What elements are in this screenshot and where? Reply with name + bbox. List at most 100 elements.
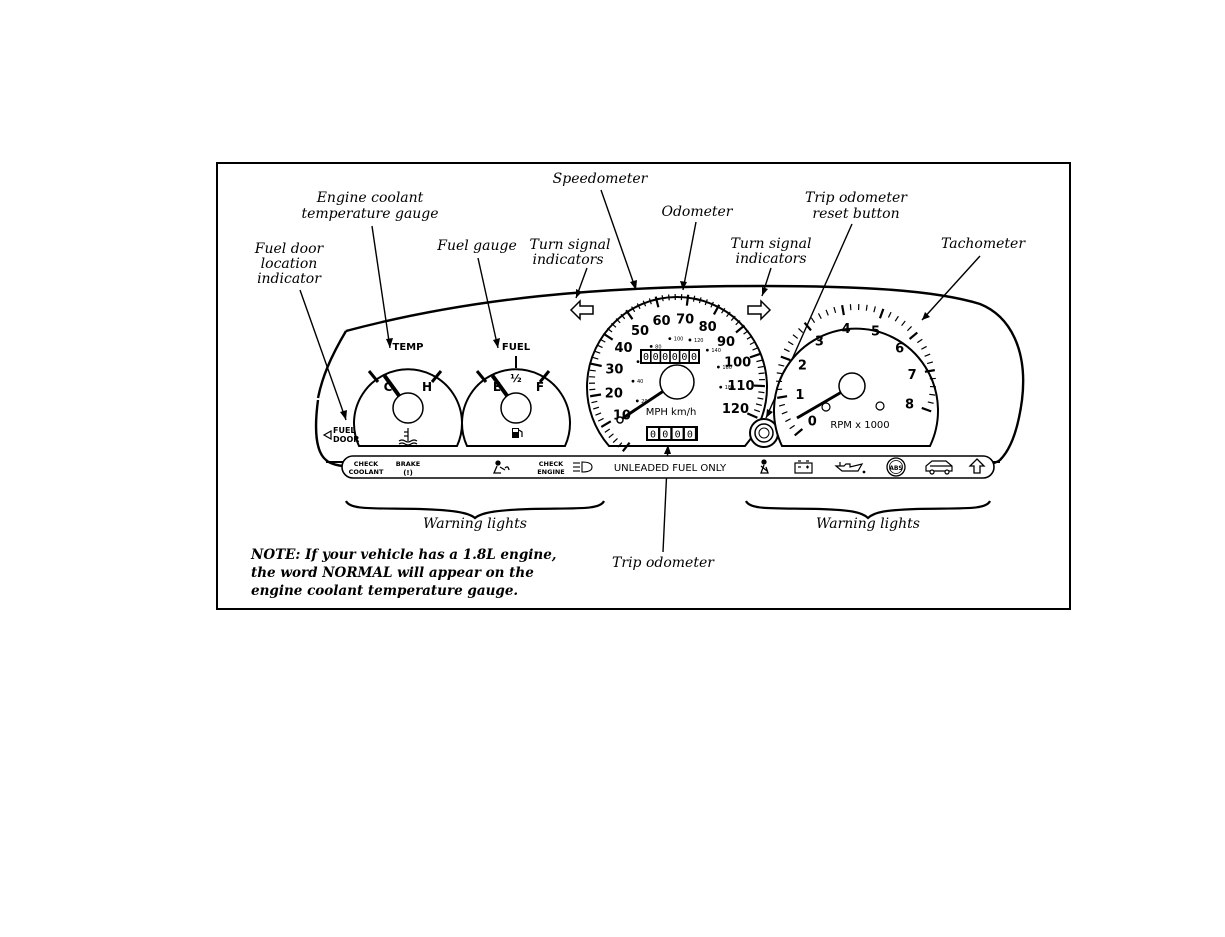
speedometer-kmh-dot (688, 338, 692, 342)
speedometer-tick (753, 409, 761, 413)
abs-label: ABS (889, 465, 903, 472)
tachometer-tick (794, 428, 804, 437)
speedometer-tick (606, 327, 613, 333)
arrowhead-fuel-door (340, 410, 347, 420)
speedometer-tick (611, 322, 617, 328)
speedometer-tick (589, 369, 596, 372)
speedometer-tick (631, 306, 636, 313)
tachometer-tick (926, 361, 934, 365)
speedometer-tick (617, 442, 623, 448)
speedometer-mph-label: 100 (724, 356, 751, 371)
tachometer-tick (778, 364, 785, 367)
speedometer-tick (685, 294, 690, 306)
speedometer-tick (648, 298, 652, 305)
speedometer-tick (730, 315, 736, 321)
speedometer-tick (608, 433, 614, 439)
trip-reset-button[interactable] (749, 418, 779, 448)
arrowhead-turn-right (762, 287, 768, 296)
leader-tachometer (921, 255, 981, 321)
trip-digit-cell (672, 428, 683, 439)
minivan-icon (925, 460, 953, 475)
speedometer-tick (615, 318, 621, 324)
speedometer-kmh-dot (719, 385, 723, 389)
odometer-digit-cell (680, 351, 689, 362)
tachometer-tick (873, 306, 876, 313)
tachometer-tick (783, 348, 790, 353)
speedometer-kmh-dot (635, 399, 639, 403)
speedometer-tick (710, 301, 714, 308)
fuel-pump-icon (512, 428, 523, 438)
trip-digit: 0 (675, 430, 681, 441)
speedometer-tick (654, 296, 660, 308)
tachometer-tick (817, 313, 822, 319)
tach-indicator-right (875, 401, 885, 411)
check-engine-1: CHECK (539, 460, 564, 468)
speedometer-tick (753, 384, 765, 388)
tachometer-tick (787, 341, 794, 346)
tachometer-label: 4 (842, 322, 851, 337)
tachometer-needle-hub (838, 372, 866, 400)
speedometer-tick (591, 400, 598, 404)
seatbelt-icon (760, 459, 769, 474)
speedometer-tick (594, 350, 601, 354)
arrowhead-tachometer (922, 312, 930, 320)
arrowhead-trip-reset (766, 409, 773, 418)
tachometer-tick (921, 345, 927, 350)
speedometer-tick (600, 420, 612, 428)
speedometer-kmh-dot (636, 360, 640, 364)
arrowhead-trip-odometer (664, 445, 671, 454)
turn-signal-right-icon (747, 299, 772, 321)
trip-digit: 0 (650, 430, 656, 441)
speedometer-kmh-label: 140 (711, 348, 721, 354)
tachometer-tick (776, 372, 783, 375)
odometer-digit: 0 (672, 352, 678, 363)
tachometer-tick (878, 308, 885, 319)
tachometer-tick (924, 369, 935, 373)
tachometer-label: 6 (895, 341, 904, 356)
label-turn-left-1: Turn signal (530, 237, 611, 253)
tachometer-tick (778, 403, 786, 407)
speedometer-kmh-label: 160 (722, 365, 732, 371)
arrowhead-odometer (680, 281, 687, 290)
speedometer-tick (735, 320, 741, 326)
temp-gauge: TEMP C H (353, 342, 463, 447)
warning-light-strip: CHECK COOLANT BRAKE (!) CHECK ENGINE UNL… (341, 455, 995, 479)
tachometer-label: 8 (905, 397, 914, 412)
label-fuel-gauge: Fuel gauge (436, 238, 517, 254)
odometer-digit: 0 (662, 352, 668, 363)
speedometer-needle-stop (616, 416, 624, 424)
speedometer-kmh-label: 40 (637, 379, 643, 385)
tachometer-tick (908, 331, 918, 340)
label-fuel-door-2: location (261, 256, 318, 272)
tachometer-label: 0 (808, 415, 817, 430)
speedometer-kmh-labels: 20406080100120140160180 (631, 337, 734, 405)
odometer-digit: 0 (653, 352, 659, 363)
oil-can-icon (834, 462, 866, 474)
speedometer-mph-label: 90 (717, 335, 735, 350)
speedometer-tick (625, 309, 634, 320)
odometer-digit-cell (642, 351, 650, 362)
check-engine-2: ENGINE (537, 468, 565, 476)
speedometer-tick (721, 307, 726, 314)
label-speedometer: Speedometer (553, 171, 649, 187)
speedometer-kmh-dot (716, 365, 720, 369)
trip-digit-cell (684, 428, 695, 439)
speedometer-mph-label: 110 (727, 379, 754, 394)
speedometer-mph-label: 50 (631, 324, 649, 339)
leader-coolant (371, 225, 391, 349)
fuel-empty-label: E (493, 380, 501, 394)
speedometer-tick (698, 297, 702, 304)
label-trip-reset-2: reset button (812, 206, 899, 222)
temp-cold-label: C (384, 380, 393, 394)
label-trip-reset-1: Trip odometer (805, 190, 908, 206)
fuel-door-text-2: DOOR (333, 435, 359, 444)
brace-warning-right (744, 500, 992, 520)
speedometer-tick (726, 311, 731, 318)
speedometer-tick (636, 303, 641, 310)
speedometer-tick (599, 338, 606, 343)
leader-fuel-door (299, 289, 347, 421)
